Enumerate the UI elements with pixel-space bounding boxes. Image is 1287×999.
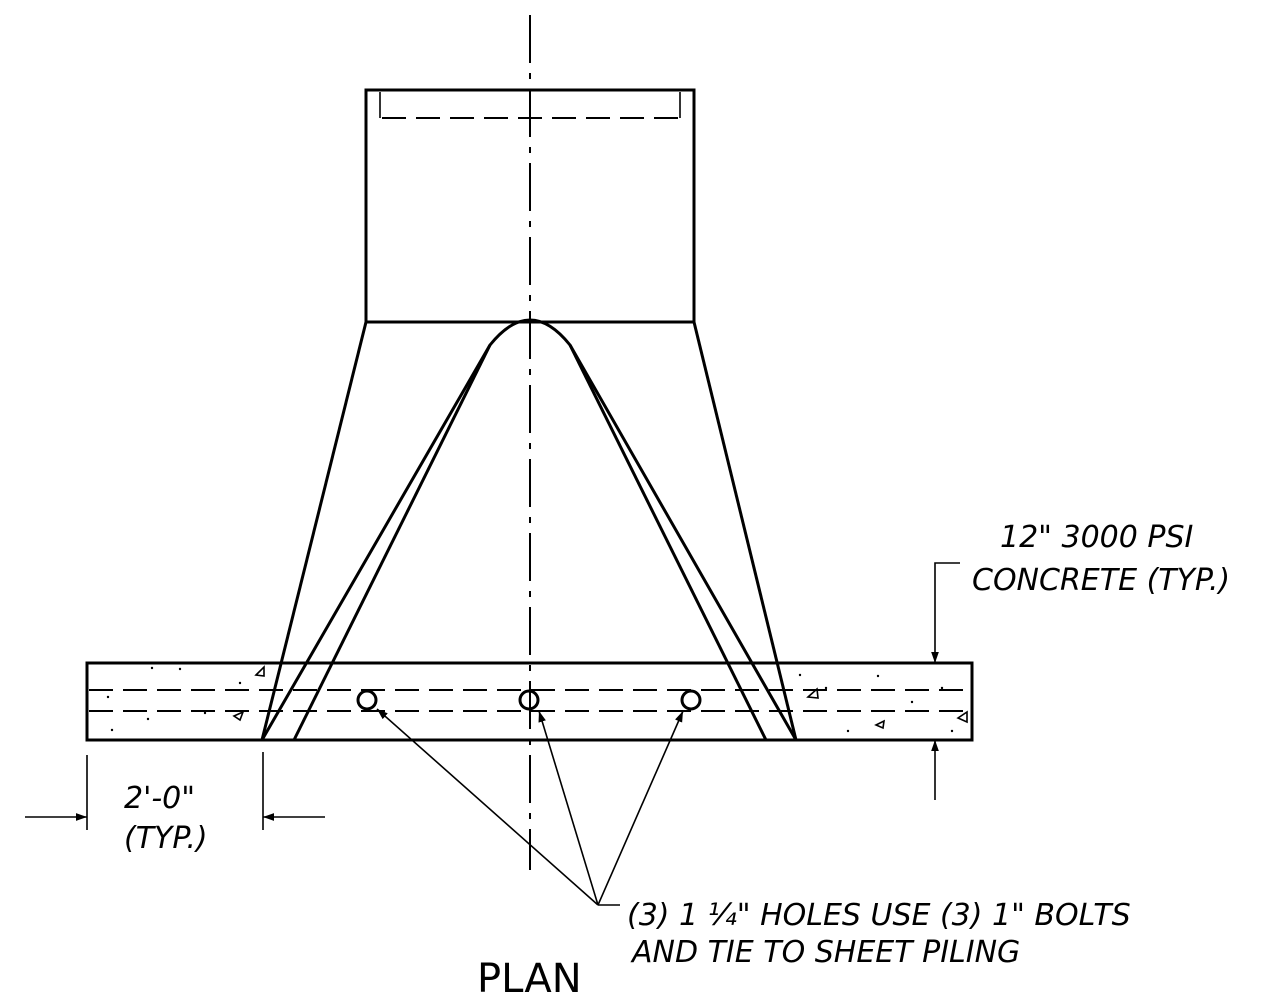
dimension-value: 2'-0" — [124, 781, 195, 816]
dimension-typ: (TYP.) — [124, 821, 208, 856]
holes-note-line1: (3) 1 ¼" HOLES USE (3) 1" BOLTS — [627, 898, 1131, 933]
view-title: PLAN — [477, 956, 582, 999]
thickness-dimension — [931, 562, 960, 800]
concrete-footing — [85, 661, 974, 742]
pipe-section — [364, 88, 696, 324]
concrete-note-line2: CONCRETE (TYP.) — [972, 563, 1230, 598]
bolt-holes — [356, 689, 702, 711]
holes-note-line2: AND TIE TO SHEET PILING — [630, 935, 1020, 970]
concrete-note-line1: 12" 3000 PSI — [1000, 520, 1194, 555]
concrete-hatch — [106, 665, 968, 733]
bolt-hole-left — [356, 689, 378, 711]
bolt-hole-center — [518, 689, 540, 711]
wingwall-inner — [260, 318, 798, 741]
wingwall-outer — [260, 321, 798, 741]
width-dimension — [25, 752, 325, 830]
bolt-hole-right — [680, 689, 702, 711]
hole-leaders — [376, 708, 684, 906]
